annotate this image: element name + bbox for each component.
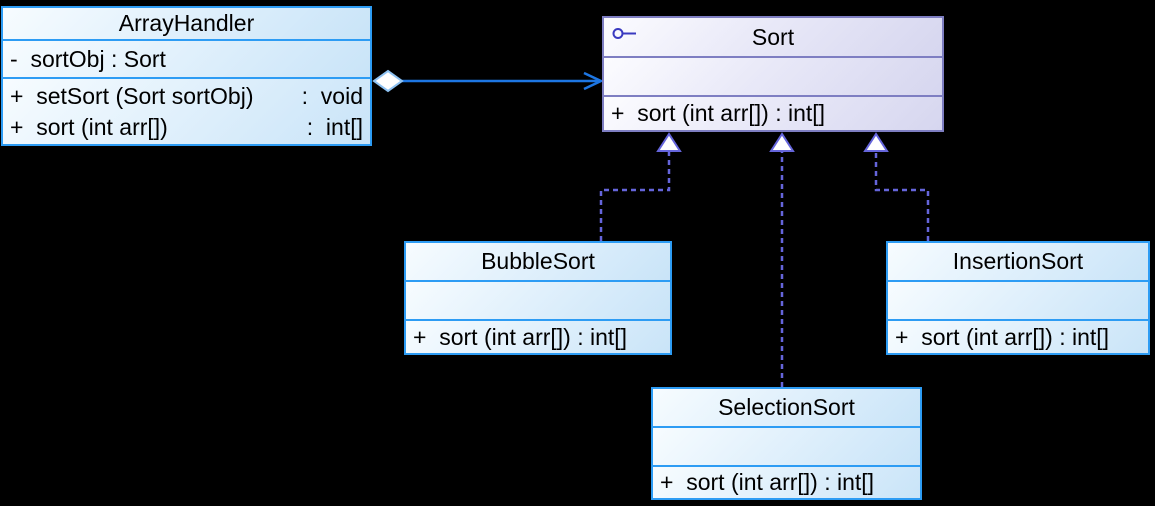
class-method-signature: + sort (int arr[]) (10, 113, 168, 140)
class-method-signature: + sort (int arr[]) : int[] (413, 323, 628, 350)
realization-line[interactable] (874, 151, 930, 241)
realization-connector-bubblesort-sort[interactable] (599, 132, 682, 241)
class-box-bubblesort[interactable]: BubbleSort + sort (int arr[]) : int[] (404, 241, 672, 355)
class-box-insertionsort[interactable]: InsertionSort + sort (int arr[]) : int[] (886, 241, 1150, 355)
interface-lollipop-icon (612, 28, 636, 39)
class-box-selectionsort[interactable]: SelectionSort + sort (int arr[]) : int[] (651, 387, 922, 500)
empty-attributes-compartment (653, 426, 920, 465)
realization-connector-selectionsort-sort[interactable] (769, 132, 795, 387)
hollow-diamond-icon (372, 69, 404, 93)
class-title: ArrayHandler (118, 10, 255, 36)
class-method-return-type: : int[] (306, 113, 363, 140)
class-method-signature: + setSort (Sort sortObj) (10, 82, 254, 109)
class-title: SelectionSort (718, 394, 855, 420)
interface-box-sort[interactable]: Sort + sort (int arr[]) : int[] (602, 16, 944, 132)
open-arrowhead-icon (583, 71, 604, 91)
realization-line[interactable] (599, 151, 671, 241)
class-method-signature: + sort (int arr[]) : int[] (660, 469, 875, 495)
empty-attributes-compartment (888, 280, 1148, 319)
realization-connector-insertionsort-sort[interactable] (863, 132, 930, 241)
class-method-signature: + sort (int arr[]) : int[] (895, 323, 1110, 350)
class-method-signature: + sort (int arr[]) : int[] (611, 100, 826, 126)
hollow-triangle-icon (656, 132, 682, 152)
class-box-arrayhandler[interactable]: ArrayHandler - sortObj : Sort + setSort … (1, 6, 372, 146)
hollow-triangle-icon (769, 132, 795, 152)
class-attribute: - sortObj : Sort (10, 45, 166, 72)
class-method-return-type: : void (301, 82, 363, 109)
aggregation-connector-arrayhandler-sort[interactable] (372, 69, 604, 93)
class-title: BubbleSort (481, 248, 595, 274)
empty-attributes-compartment (406, 280, 670, 319)
hollow-triangle-icon (863, 132, 889, 152)
empty-attributes-compartment (604, 56, 942, 95)
class-title: Sort (751, 23, 795, 50)
class-title: InsertionSort (952, 248, 1084, 274)
